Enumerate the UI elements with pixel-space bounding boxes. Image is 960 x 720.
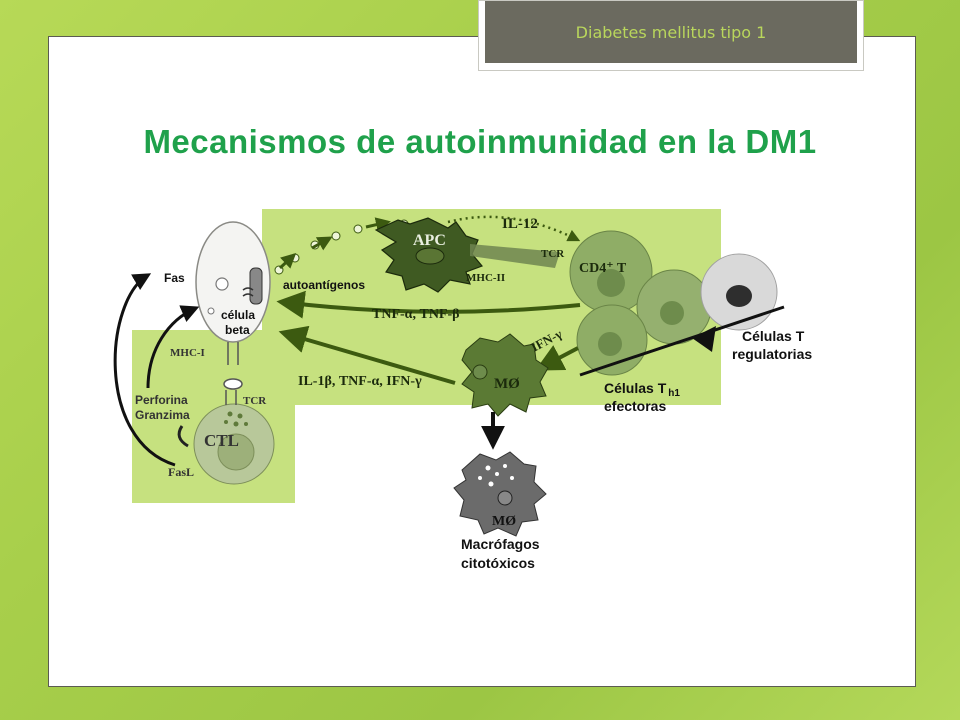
label-mo-top: MØ bbox=[494, 376, 520, 392]
th1-cell-bottom-nucleus bbox=[598, 332, 622, 356]
label-treg-2: regulatorias bbox=[732, 346, 812, 362]
er-icon bbox=[249, 267, 263, 305]
ctl-granules bbox=[224, 411, 248, 427]
section-header-label: Diabetes mellitus tipo 1 bbox=[485, 1, 857, 63]
label-celula-1: célula bbox=[221, 308, 255, 322]
label-il1: IL-1β, TNF-α, IFN-γ bbox=[298, 374, 422, 389]
fas-fasl-loop-arrow bbox=[113, 273, 176, 467]
label-celula-2: beta bbox=[225, 323, 250, 337]
golgi-icon bbox=[242, 287, 254, 297]
label-tcr-bottom: TCR bbox=[243, 395, 267, 407]
label-th1-subscript: h1 bbox=[668, 388, 680, 399]
apc-cd4-synapse bbox=[470, 244, 560, 268]
beta-cell-nucleus bbox=[215, 277, 229, 291]
label-perforina: Perforina bbox=[135, 393, 188, 407]
label-mo-bottom: MØ bbox=[492, 514, 516, 529]
ctl-nucleus bbox=[217, 433, 255, 471]
treg-cell-nucleus bbox=[726, 285, 752, 307]
label-autoantigenos: autoantígenos bbox=[283, 278, 365, 292]
label-mhc-i: MHC-I bbox=[170, 347, 205, 359]
il1-arrow bbox=[278, 325, 456, 385]
label-ctl: CTL bbox=[204, 431, 239, 450]
label-macrofagos-2: citotóxicos bbox=[461, 555, 535, 571]
perforin-hook bbox=[177, 425, 189, 448]
perforin-arrow bbox=[146, 305, 200, 389]
cytotoxic-granules bbox=[478, 464, 514, 487]
slide-title: Mecanismos de autoinmunidad en la DM1 bbox=[143, 123, 817, 160]
label-granzima: Granzima bbox=[135, 408, 190, 422]
label-fasl: FasL bbox=[168, 465, 194, 479]
label-th1-2: efectoras bbox=[604, 398, 666, 414]
tnf-arrow bbox=[276, 290, 581, 319]
label-macrofagos-1: Macrófagos bbox=[461, 536, 540, 552]
label-tcr-top: TCR bbox=[541, 248, 565, 260]
th1-cell-right-nucleus bbox=[660, 301, 684, 325]
label-cd4: CD4⁺ T bbox=[579, 261, 627, 276]
cd4-t-cell-nucleus bbox=[597, 269, 625, 297]
autoantigen-arrows bbox=[278, 217, 391, 270]
treg-suppression-arrowhead bbox=[692, 326, 716, 352]
label-apc: APC bbox=[413, 232, 446, 249]
beta-cell-vesicle bbox=[207, 307, 215, 315]
label-treg-1: Células T bbox=[742, 328, 805, 344]
label-tnf: TNF-α, TNF-β bbox=[372, 307, 460, 322]
mhc-i-tcr-receptor bbox=[223, 342, 243, 405]
macrophage-activated-nucleus bbox=[472, 364, 488, 380]
treg-suppression-line bbox=[579, 305, 785, 377]
section-header-tab: Diabetes mellitus tipo 1 bbox=[478, 0, 864, 71]
ifn-gamma-arrow bbox=[535, 345, 579, 371]
label-il12: IL-12 bbox=[502, 216, 538, 232]
apc-nucleus bbox=[415, 247, 445, 265]
macrophage-activated bbox=[461, 333, 549, 417]
beta-cell bbox=[195, 221, 271, 343]
label-mhc-ii: MHC-II bbox=[466, 272, 505, 284]
macrophage-cytotoxic-nucleus bbox=[497, 490, 513, 506]
label-fas: Fas bbox=[164, 271, 185, 285]
